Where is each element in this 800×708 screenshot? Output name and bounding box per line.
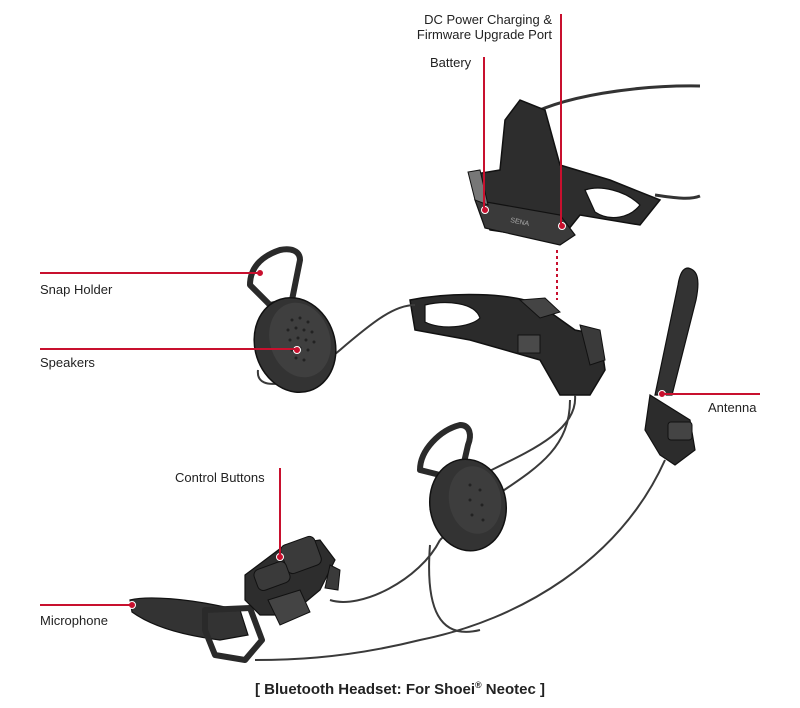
control-unit	[244, 535, 341, 626]
antenna	[644, 267, 699, 466]
label-speakers: Speakers	[40, 355, 95, 370]
helmet-clamp	[409, 293, 606, 396]
label-control-buttons: Control Buttons	[175, 470, 265, 485]
boom-microphone	[128, 597, 265, 663]
caption-model: Neotec	[481, 681, 536, 698]
label-antenna: Antenna	[708, 400, 757, 415]
main-unit: SENA	[467, 84, 701, 246]
svg-text:SENA: SENA	[510, 217, 530, 228]
label-battery: Battery	[430, 55, 472, 70]
right-speaker	[417, 422, 508, 552]
label-dc-port-line1: DC Power Charging &	[424, 12, 552, 27]
label-snap-holder: Snap Holder	[40, 282, 113, 297]
callout-lines	[40, 14, 760, 606]
label-microphone: Microphone	[40, 613, 108, 628]
figure-caption: [ Bluetooth Headset: For Shoei® Neotec ]	[0, 680, 800, 698]
label-dc-port-line2: Firmware Upgrade Port	[416, 27, 552, 42]
left-speaker	[247, 246, 337, 394]
caption-registered-mark: ®	[475, 680, 482, 690]
label-dc-port: DC Power Charging & Firmware Upgrade Por…	[417, 12, 552, 42]
caption-close-bracket: ]	[535, 681, 545, 698]
caption-text: Bluetooth Headset: For Shoei	[264, 681, 475, 698]
caption-open-bracket: [	[254, 681, 265, 698]
